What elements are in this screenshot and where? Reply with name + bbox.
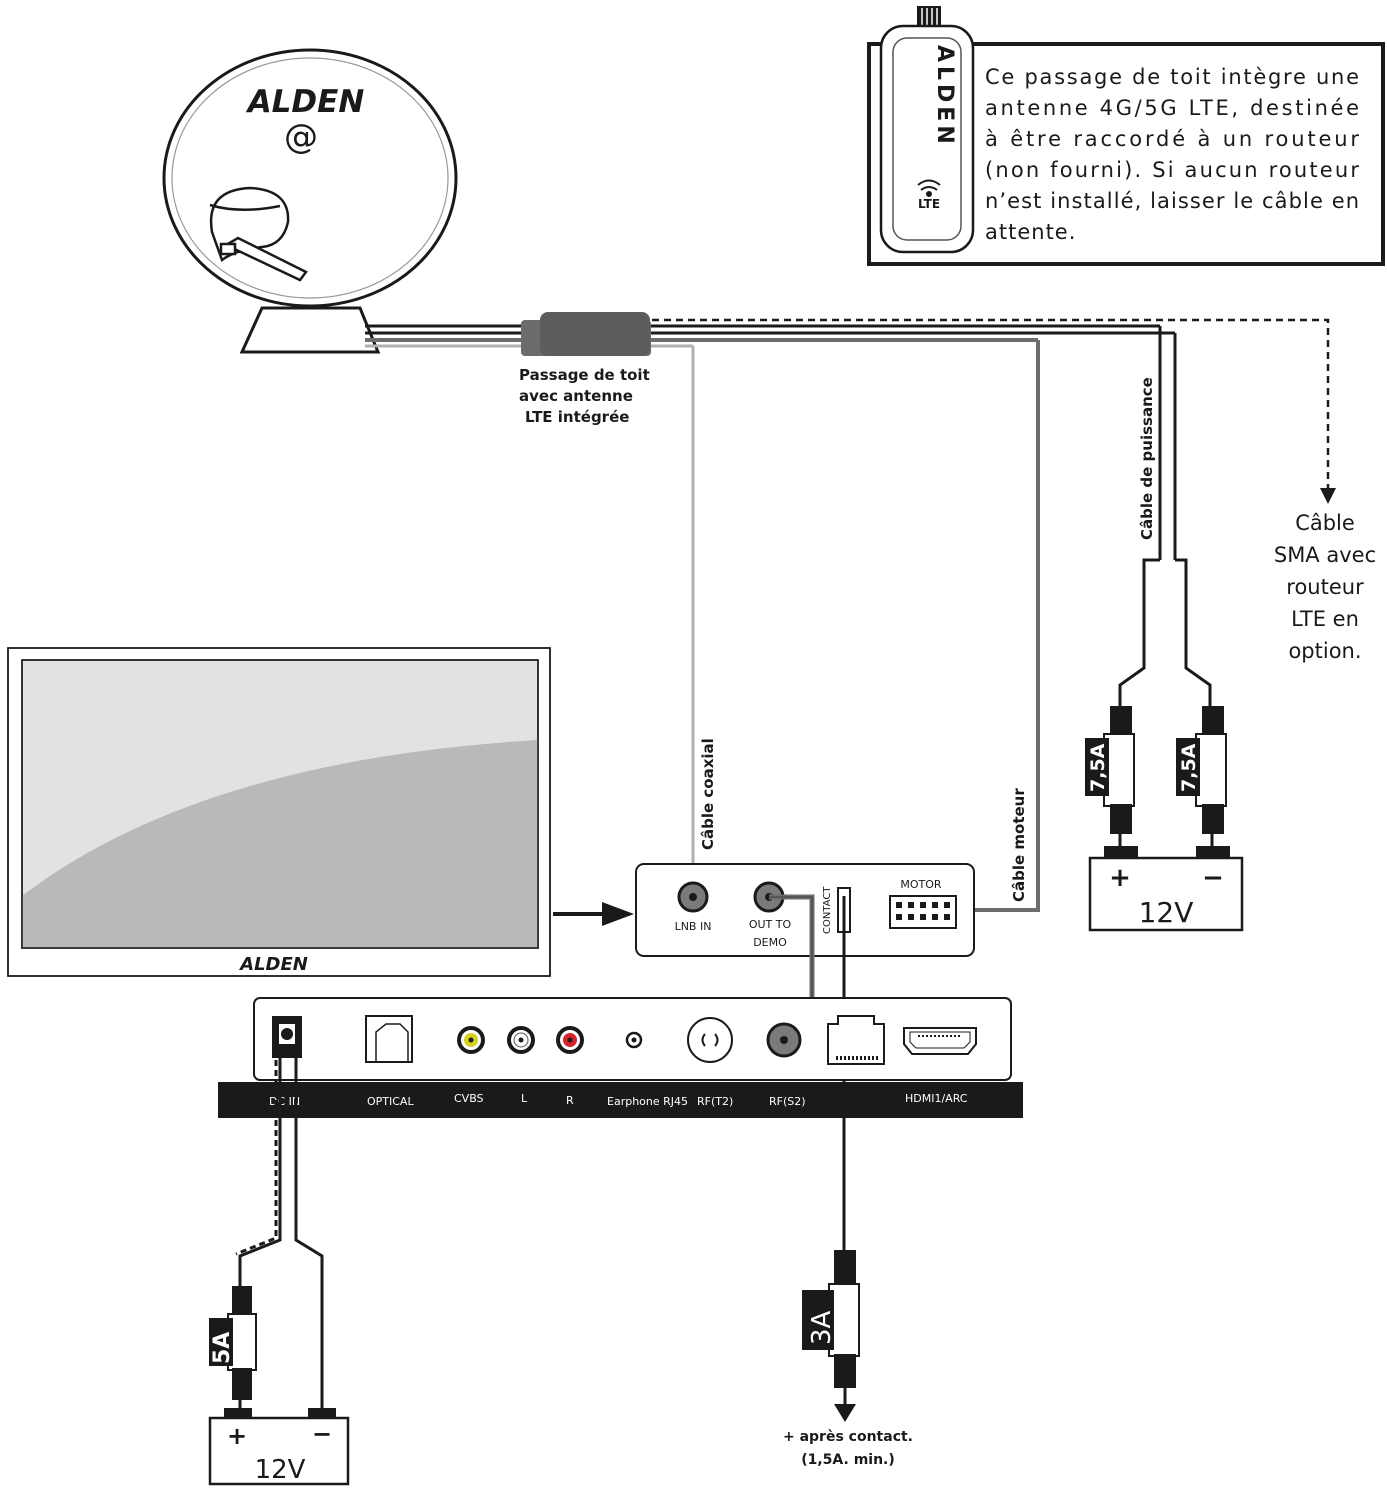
note-line-3: à être raccordé à un routeur	[985, 127, 1360, 151]
motor-cable	[960, 340, 1040, 912]
lnb-icon	[209, 186, 308, 282]
roof-passage-label: Passage de toit avec antenne LTE intégré…	[519, 366, 650, 426]
label-hdmi: HDMI1/ARC	[905, 1092, 968, 1105]
contact-label: CONTACT	[822, 886, 833, 934]
label-cvbs: CVBS	[454, 1092, 484, 1105]
roof-passage-line-2: avec antenne	[519, 387, 633, 405]
battery-tv-voltage: 12V	[255, 1455, 306, 1485]
svg-text:7,5A: 7,5A	[1178, 743, 1200, 792]
arrow-to-controller	[553, 902, 634, 926]
battery-main: + − 12V	[1088, 856, 1244, 932]
rj45-port	[827, 1015, 885, 1065]
sma-line-3: routeur	[1286, 575, 1364, 599]
sma-line-1: Câble	[1295, 511, 1355, 535]
battery-main-plus: +	[1109, 863, 1131, 893]
sma-line-4: LTE en	[1291, 607, 1359, 631]
optical-port	[365, 1015, 413, 1063]
sma-dashed-cable	[652, 318, 1336, 504]
satellite-dish: ALDEN @	[162, 48, 458, 354]
sma-line-2: SMA avec	[1274, 543, 1376, 567]
lte-module-brand: ALDEN	[932, 45, 957, 148]
dish-brand: ALDEN	[245, 84, 365, 120]
fuse-7-5a-right: 7,5A	[1176, 706, 1230, 860]
fuse-3a: 3A	[802, 1250, 860, 1422]
note-line-2: antenne 4G/5G LTE, destinée	[985, 96, 1360, 120]
battery-tv: + − 12V	[208, 1416, 350, 1486]
dish-at-symbol: @	[284, 117, 318, 157]
power-cable	[1118, 326, 1212, 708]
contact-note-line-2: (1,5A. min.)	[801, 1452, 895, 1468]
svg-text:3A: 3A	[807, 1310, 837, 1345]
lte-note-box: Ce passage de toit intègre une antenne 4…	[867, 42, 1385, 266]
dc-in-wiring	[235, 1058, 324, 1410]
note-line-5: n’est installé, laisser le câble en	[985, 189, 1360, 213]
lte-module-badge: LTE	[918, 197, 940, 211]
out-to-label: OUT TO	[749, 918, 792, 931]
fuse-7-5a-left: 7,5A	[1085, 706, 1138, 860]
rf-t2-port	[687, 1017, 733, 1063]
tv-brand: ALDEN	[238, 954, 308, 975]
tv-monitor: ALDEN	[7, 647, 551, 977]
power-cable-label: Câble de puissance	[1138, 377, 1156, 540]
motor-connector	[889, 895, 957, 929]
battery-tv-minus: −	[312, 1420, 332, 1448]
roof-passage-line-3: LTE intégrée	[525, 408, 629, 426]
hdmi-port	[903, 1027, 977, 1055]
battery-tv-plus: +	[227, 1422, 247, 1450]
battery-main-voltage: 12V	[1139, 896, 1194, 929]
contact-note: + après contact. (1,5A. min.)	[783, 1429, 913, 1468]
demo-label: DEMO	[753, 936, 787, 949]
contact-note-line-1: + après contact.	[783, 1429, 913, 1445]
tv-back-panel: DC IN OPTICAL CVBS L R Earphone RJ45 RF(…	[218, 997, 1023, 1118]
roof-cable-bundle	[365, 324, 1175, 348]
battery-main-minus: −	[1202, 863, 1224, 893]
wifi-icon	[917, 179, 941, 197]
roof-passage	[521, 312, 651, 356]
label-r: R	[566, 1094, 574, 1107]
note-line-4: (non fourni). Si aucun routeur	[985, 158, 1360, 182]
svg-text:7,5A: 7,5A	[1087, 743, 1109, 792]
lte-antenna-module: ALDEN LTE	[879, 6, 975, 254]
label-rf-s2: RF(S2)	[769, 1095, 806, 1108]
coax-cable-label: Câble coaxial	[699, 738, 717, 850]
controller-box: LNB IN OUT TO DEMO CONTACT MOTOR	[635, 863, 975, 957]
label-l: L	[521, 1092, 528, 1105]
svg-text:5A: 5A	[210, 1332, 235, 1364]
roof-passage-line-1: Passage de toit	[519, 366, 650, 384]
fuse-5a: 5A	[209, 1286, 336, 1420]
note-line-6: attente.	[985, 220, 1076, 244]
sma-line-5: option.	[1288, 639, 1361, 663]
lnb-in-label: LNB IN	[675, 920, 712, 933]
label-optical: OPTICAL	[367, 1095, 414, 1108]
label-earphone: Earphone RJ45	[607, 1095, 688, 1108]
motor-cable-label: Câble moteur	[1010, 788, 1028, 902]
motor-label: MOTOR	[900, 878, 942, 891]
sma-cable-label: Câble SMA avec routeur LTE en option.	[1274, 511, 1376, 663]
label-rf-t2: RF(T2)	[697, 1095, 733, 1108]
note-line-1: Ce passage de toit intègre une	[985, 65, 1360, 89]
